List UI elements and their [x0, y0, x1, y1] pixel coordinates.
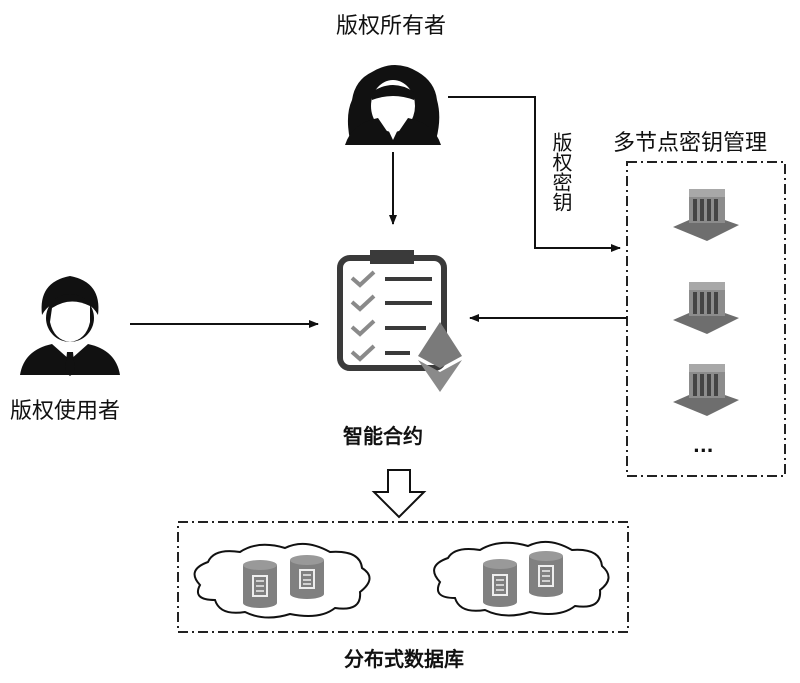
- database-label: 分布式数据库: [344, 647, 464, 671]
- owner-label: 版权所有者: [336, 14, 447, 39]
- server-node-icon: [673, 364, 739, 416]
- female-user-icon: [345, 65, 441, 145]
- hollow-down-arrow-icon: [371, 469, 427, 519]
- male-user-icon: [20, 276, 120, 376]
- server-node-icon: [673, 282, 739, 334]
- user-label: 版权使用者: [10, 399, 121, 424]
- copyright-key-label: 版权密钥: [549, 132, 573, 212]
- clipboard-checklist-ethereum-icon: [337, 250, 462, 392]
- contract-label: 智能合约: [343, 424, 423, 448]
- server-node-icon: [673, 189, 739, 241]
- key-management-label: 多节点密钥管理: [613, 131, 768, 156]
- owner-to-key-management-arrow: [448, 96, 621, 252]
- database-box: [177, 521, 629, 633]
- ellipsis-label: ...: [693, 436, 714, 457]
- cloud-database-icon: [433, 540, 610, 617]
- cloud-database-icon: [193, 542, 371, 619]
